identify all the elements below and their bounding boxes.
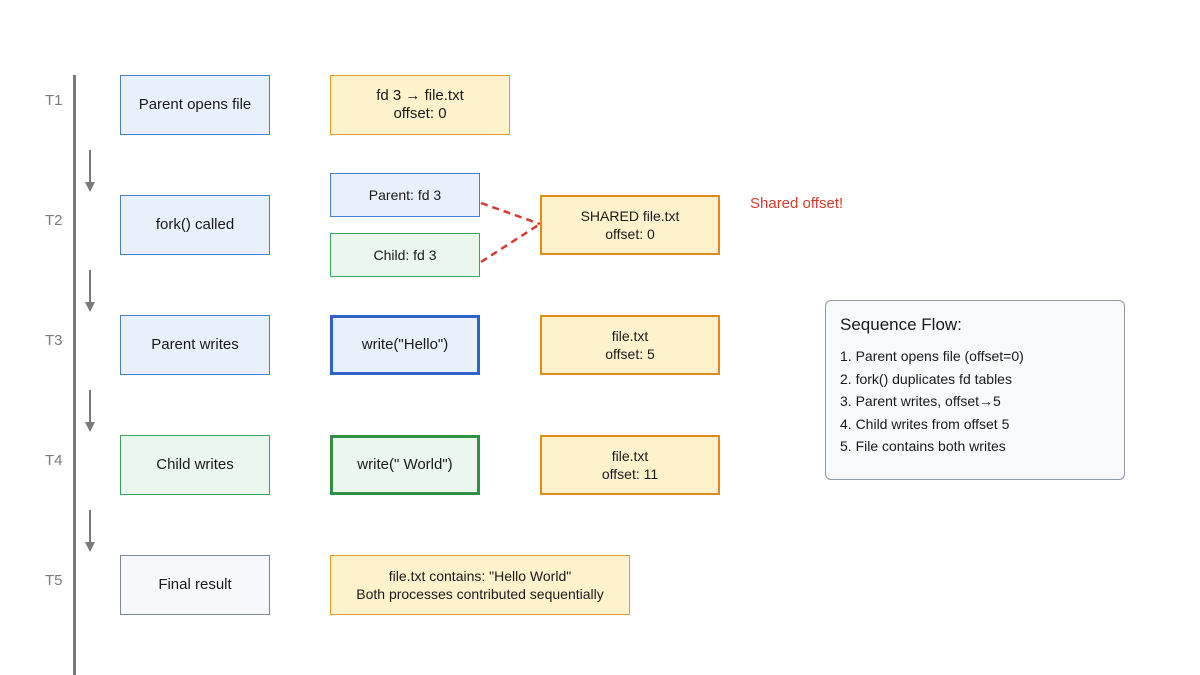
- t3-action-label: Parent writes: [151, 336, 239, 353]
- t2-action-label: fork() called: [155, 216, 235, 233]
- t2-child-fd-label: Child: fd 3: [373, 247, 437, 263]
- t4-action-box: Child writes: [120, 435, 270, 495]
- sequence-flow-item: 3. Parent writes, offset→5: [840, 393, 1001, 409]
- t2-shared-file-box: SHARED file.txt offset: 0: [540, 195, 720, 255]
- timeline-axis: [73, 75, 76, 675]
- sequence-flow-title: Sequence Flow:: [840, 315, 962, 334]
- child-shared-link: [480, 222, 541, 264]
- parent-shared-link: [480, 201, 541, 226]
- t2-shared-line1: SHARED file.txt: [580, 208, 680, 224]
- t3-write-call-label: write("Hello"): [361, 336, 449, 353]
- t3-file-line2: offset: 5: [605, 346, 655, 362]
- t1-action-box: Parent opens file: [120, 75, 270, 135]
- down-arrow-icon: [85, 270, 95, 312]
- t2-parent-fd-box: Parent: fd 3: [330, 173, 480, 217]
- t2-parent-fd-label: Parent: fd 3: [368, 187, 442, 203]
- sequence-flow-item: 5. File contains both writes: [840, 438, 1006, 454]
- t1-fd-line1: fd 3 → file.txt: [376, 87, 464, 104]
- t4-write-call-box: write(" World"): [330, 435, 480, 495]
- sequence-flow-list: 1. Parent opens file (offset=0) 2. fork(…: [840, 345, 1110, 458]
- t4-action-label: Child writes: [156, 456, 234, 473]
- timeline-label-t1: T1: [45, 92, 63, 109]
- sequence-flow-item: 4. Child writes from offset 5: [840, 415, 1010, 432]
- timeline-label-t4: T4: [45, 452, 63, 469]
- sequence-flow-item: 1. Parent opens file (offset=0): [840, 348, 1024, 364]
- shared-offset-note: Shared offset!: [750, 195, 844, 212]
- t4-file-box: file.txt offset: 11: [540, 435, 720, 495]
- sequence-flow-item: 2. fork() duplicates fd tables: [840, 370, 1012, 387]
- t5-action-label: Final result: [158, 576, 232, 593]
- sequence-flow-panel: Sequence Flow: 1. Parent opens file (off…: [825, 300, 1125, 480]
- t4-file-line1: file.txt: [611, 448, 649, 464]
- t5-result-line2: Both processes contributed sequentially: [356, 586, 604, 602]
- t4-write-call-label: write(" World"): [357, 456, 453, 473]
- t3-file-box: file.txt offset: 5: [540, 315, 720, 375]
- t5-action-box: Final result: [120, 555, 270, 615]
- t5-result-line1: file.txt contains: "Hello World": [388, 568, 572, 584]
- t1-fd-box: fd 3 → file.txt offset: 0: [330, 75, 510, 135]
- t3-file-line1: file.txt: [611, 328, 649, 344]
- down-arrow-icon: [85, 510, 95, 552]
- t5-result-box: file.txt contains: "Hello World" Both pr…: [330, 555, 630, 615]
- t1-fd-line2: offset: 0: [393, 105, 447, 122]
- t2-action-box: fork() called: [120, 195, 270, 255]
- timeline-label-t2: T2: [45, 212, 63, 229]
- t3-action-box: Parent writes: [120, 315, 270, 375]
- t2-shared-line2: offset: 0: [605, 226, 655, 242]
- t1-action-label: Parent opens file: [138, 96, 252, 113]
- down-arrow-icon: [85, 390, 95, 432]
- timeline-label-t5: T5: [45, 572, 63, 589]
- t2-child-fd-box: Child: fd 3: [330, 233, 480, 277]
- t4-file-line2: offset: 11: [601, 466, 659, 482]
- t3-write-call-box: write("Hello"): [330, 315, 480, 375]
- timeline-label-t3: T3: [45, 332, 63, 349]
- down-arrow-icon: [85, 150, 95, 192]
